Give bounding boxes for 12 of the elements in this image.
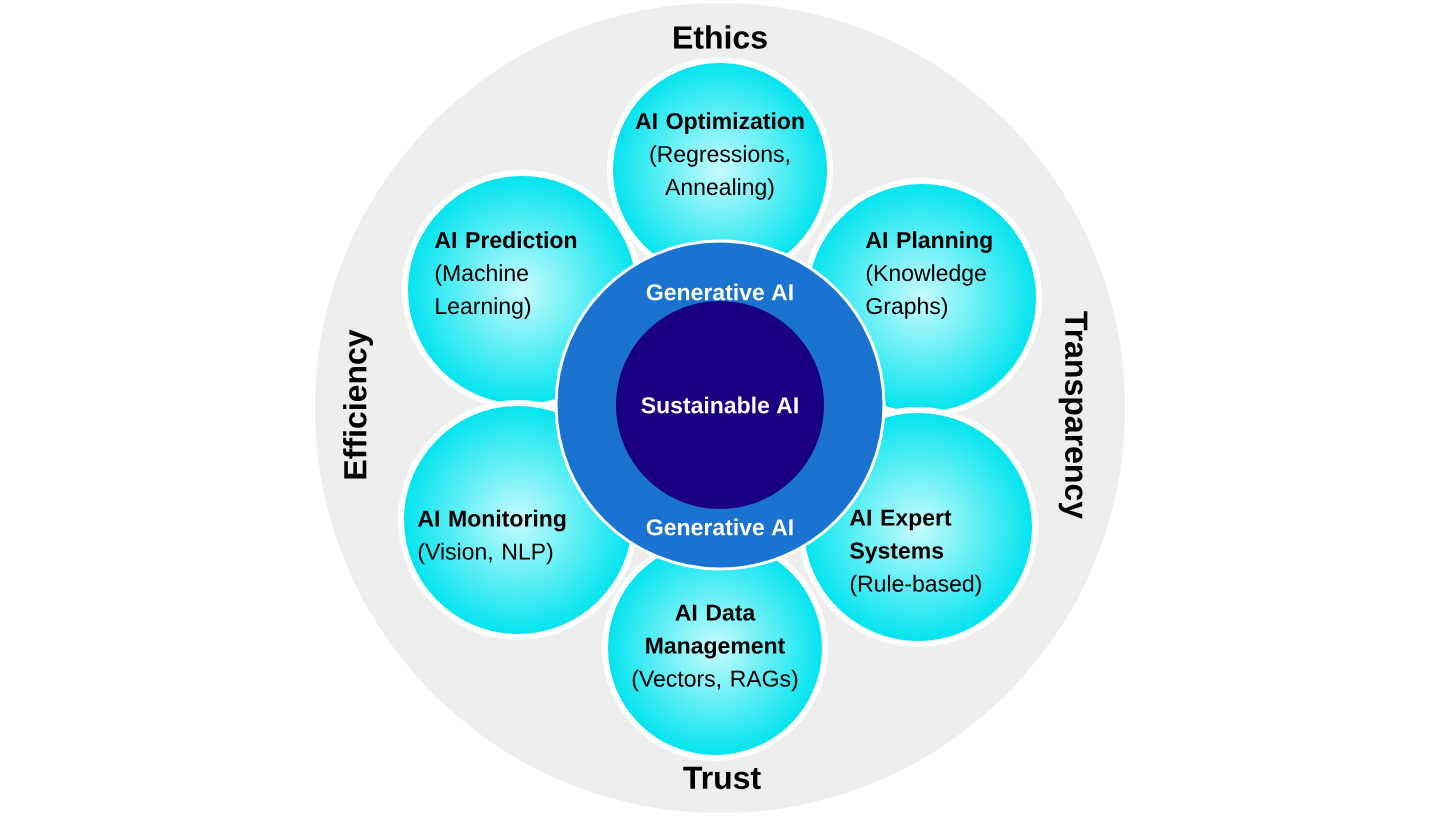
ring-label: Generative AI — [646, 518, 793, 536]
petal-label: AI Data Management (Vectors, RAGs) — [632, 604, 798, 692]
petal-label: AI Monitoring (Vision, NLP) — [417, 509, 566, 565]
value-label: Ethics — [674, 25, 767, 49]
petal-label: AI Optimization (Regressions, Annealing) — [635, 112, 804, 200]
petal-label: AI Expert Systems (Rule-based) — [849, 509, 981, 597]
value-label: Trust — [683, 766, 761, 790]
petal-label: AI Planning (Knowledge Graphs) — [865, 231, 992, 319]
petal-label: AI Prediction (Machine Learning) — [434, 231, 577, 319]
value-label: Efficiency — [343, 329, 373, 479]
ring-label: Generative AI — [646, 283, 793, 301]
value-label: Transparency — [1058, 311, 1088, 519]
